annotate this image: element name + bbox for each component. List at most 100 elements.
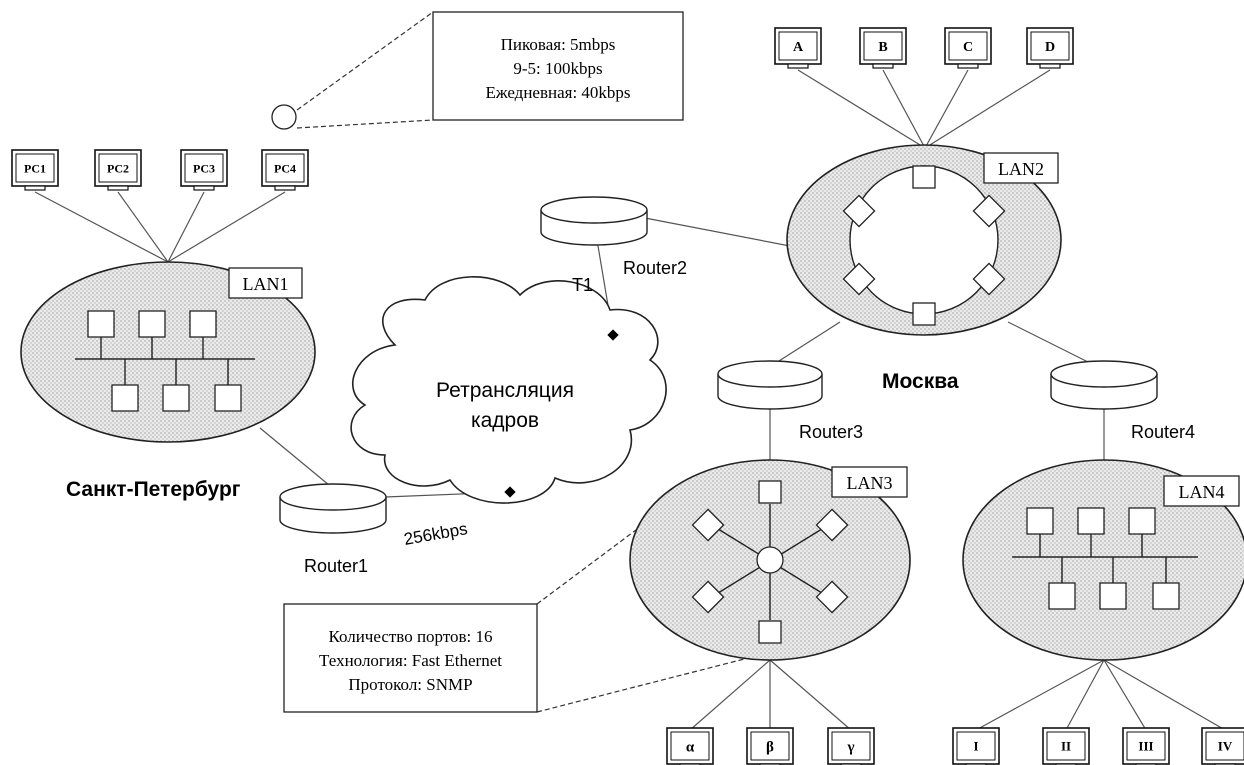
link-router2-lan2 xyxy=(644,217,791,247)
link-lan4-i xyxy=(975,659,1105,731)
lan1: LAN1 xyxy=(20,261,316,443)
router3-top xyxy=(717,360,823,388)
bottom-callout-box xyxy=(283,603,538,713)
monitor-lan3-3: γ xyxy=(827,727,875,765)
monitor-stand xyxy=(872,63,894,69)
monitor-lan4-1: I xyxy=(952,727,1000,765)
monitor-label: PC1 xyxy=(24,161,46,175)
monitor-label: α xyxy=(686,739,695,755)
lan2-node xyxy=(972,194,1006,228)
monitor-label: III xyxy=(1138,739,1153,754)
callout-top-leader-2 xyxy=(296,119,434,129)
monitor-lan4-4: IV xyxy=(1201,727,1244,765)
monitor-lan2-1: A xyxy=(774,27,822,69)
link-lan4-ii xyxy=(1065,659,1105,731)
lan3-label-box xyxy=(831,466,908,498)
lan3-hub xyxy=(756,546,784,574)
link-pc3-lan1 xyxy=(167,191,205,263)
top-callout-line1: Пиковая: 5mbps xyxy=(501,35,616,54)
cloud-shape xyxy=(350,276,667,504)
router4-top xyxy=(1050,360,1158,388)
cloud-label-line1: Ретрансляция xyxy=(436,379,574,402)
lan4-node xyxy=(1152,582,1180,610)
link-c-lan2 xyxy=(924,69,969,149)
lan2: LAN2 xyxy=(786,144,1062,336)
router3-label: Router3 xyxy=(799,422,863,442)
monitor-label: PC3 xyxy=(193,161,215,175)
router3: Router3 xyxy=(717,360,863,442)
monitor-label: D xyxy=(1045,40,1055,55)
top-callout-box xyxy=(432,11,684,121)
lan1-node xyxy=(138,310,166,338)
monitor-screen xyxy=(956,731,996,761)
city-spb-label: Санкт-Петербург xyxy=(66,478,241,501)
lan2-node xyxy=(842,262,876,296)
lan3-node xyxy=(758,620,782,644)
lan2-ring-nodes xyxy=(842,165,1006,326)
lan1-node xyxy=(111,384,139,412)
top-callout: Пиковая: 5mbps 9-5: 100kbps Ежедневная: … xyxy=(271,11,684,130)
link-lan2-router4 xyxy=(1007,321,1101,369)
lan4-label: LAN4 xyxy=(1179,482,1225,502)
link-b-lan2 xyxy=(882,69,926,149)
speed-256-label: 256kbps xyxy=(402,519,469,549)
link-lan3-gamma xyxy=(769,659,852,731)
monitor-lan1-3: PC3 xyxy=(180,149,228,191)
bottom-callout-line1: Количество портов: 16 xyxy=(328,627,492,646)
monitor-label: C xyxy=(963,40,973,55)
monitor-screen xyxy=(1126,731,1166,761)
lan4: LAN4 xyxy=(962,459,1244,661)
monitor-stand xyxy=(107,185,129,191)
lan4-node xyxy=(1077,507,1105,535)
frame-relay-cloud: Ретрансляция кадров xyxy=(350,276,667,504)
monitor-stand xyxy=(274,185,296,191)
monitor-screen xyxy=(15,153,55,183)
monitor-lan3-1: α xyxy=(666,727,714,765)
link-lan4-iii xyxy=(1103,659,1147,731)
bottom-callout-line2: Технология: Fast Ethernet xyxy=(319,651,502,670)
monitor-lan4-3: III xyxy=(1122,727,1170,765)
monitor-screen xyxy=(1030,31,1070,61)
link-lan3-alpha xyxy=(689,659,771,731)
monitor-lan1-2: PC2 xyxy=(94,149,142,191)
monitor-label: B xyxy=(878,40,887,55)
link-pc1-lan1 xyxy=(34,191,169,263)
connector-point xyxy=(607,329,619,341)
lan3: LAN3 xyxy=(629,459,911,661)
monitor-label: PC4 xyxy=(274,161,296,175)
monitor-screen xyxy=(750,731,790,761)
router4-label: Router4 xyxy=(1131,422,1195,442)
monitor-lan1-4: PC4 xyxy=(261,149,309,191)
router2-label: Router2 xyxy=(623,258,687,278)
lan2-label: LAN2 xyxy=(998,159,1044,179)
link-d-lan2 xyxy=(924,69,1051,149)
lan1-node xyxy=(87,310,115,338)
lan3-node xyxy=(691,580,725,614)
lan2-node xyxy=(842,194,876,228)
lan2-node xyxy=(972,262,1006,296)
connector-point xyxy=(504,486,516,498)
monitor-lan2-4: D xyxy=(1026,27,1074,69)
lan4-node xyxy=(1026,507,1054,535)
lan3-node xyxy=(758,480,782,504)
monitor-screen xyxy=(948,31,988,61)
bottom-callout: Количество портов: 16 Технология: Fast E… xyxy=(283,603,538,713)
monitor-lan2-3: C xyxy=(944,27,992,69)
connections xyxy=(34,11,1226,731)
top-callout-line2: 9-5: 100kbps xyxy=(513,59,602,78)
monitor-screen xyxy=(670,731,710,761)
city-moscow-label: Москва xyxy=(882,370,959,393)
monitor-stand xyxy=(193,185,215,191)
lan1-label-box xyxy=(228,267,303,299)
router2-top xyxy=(540,196,648,224)
t1-label: T1 xyxy=(572,275,593,295)
link-a-lan2 xyxy=(797,69,926,149)
monitor-screen xyxy=(831,731,871,761)
monitor-lan1-1: PC1 xyxy=(11,149,59,191)
monitor-lan3-2: β xyxy=(746,727,794,765)
callout-top-leader-1 xyxy=(296,11,434,111)
monitor-stand xyxy=(787,63,809,69)
router1-label: Router1 xyxy=(304,556,368,576)
link-lan2-router3 xyxy=(767,321,841,369)
